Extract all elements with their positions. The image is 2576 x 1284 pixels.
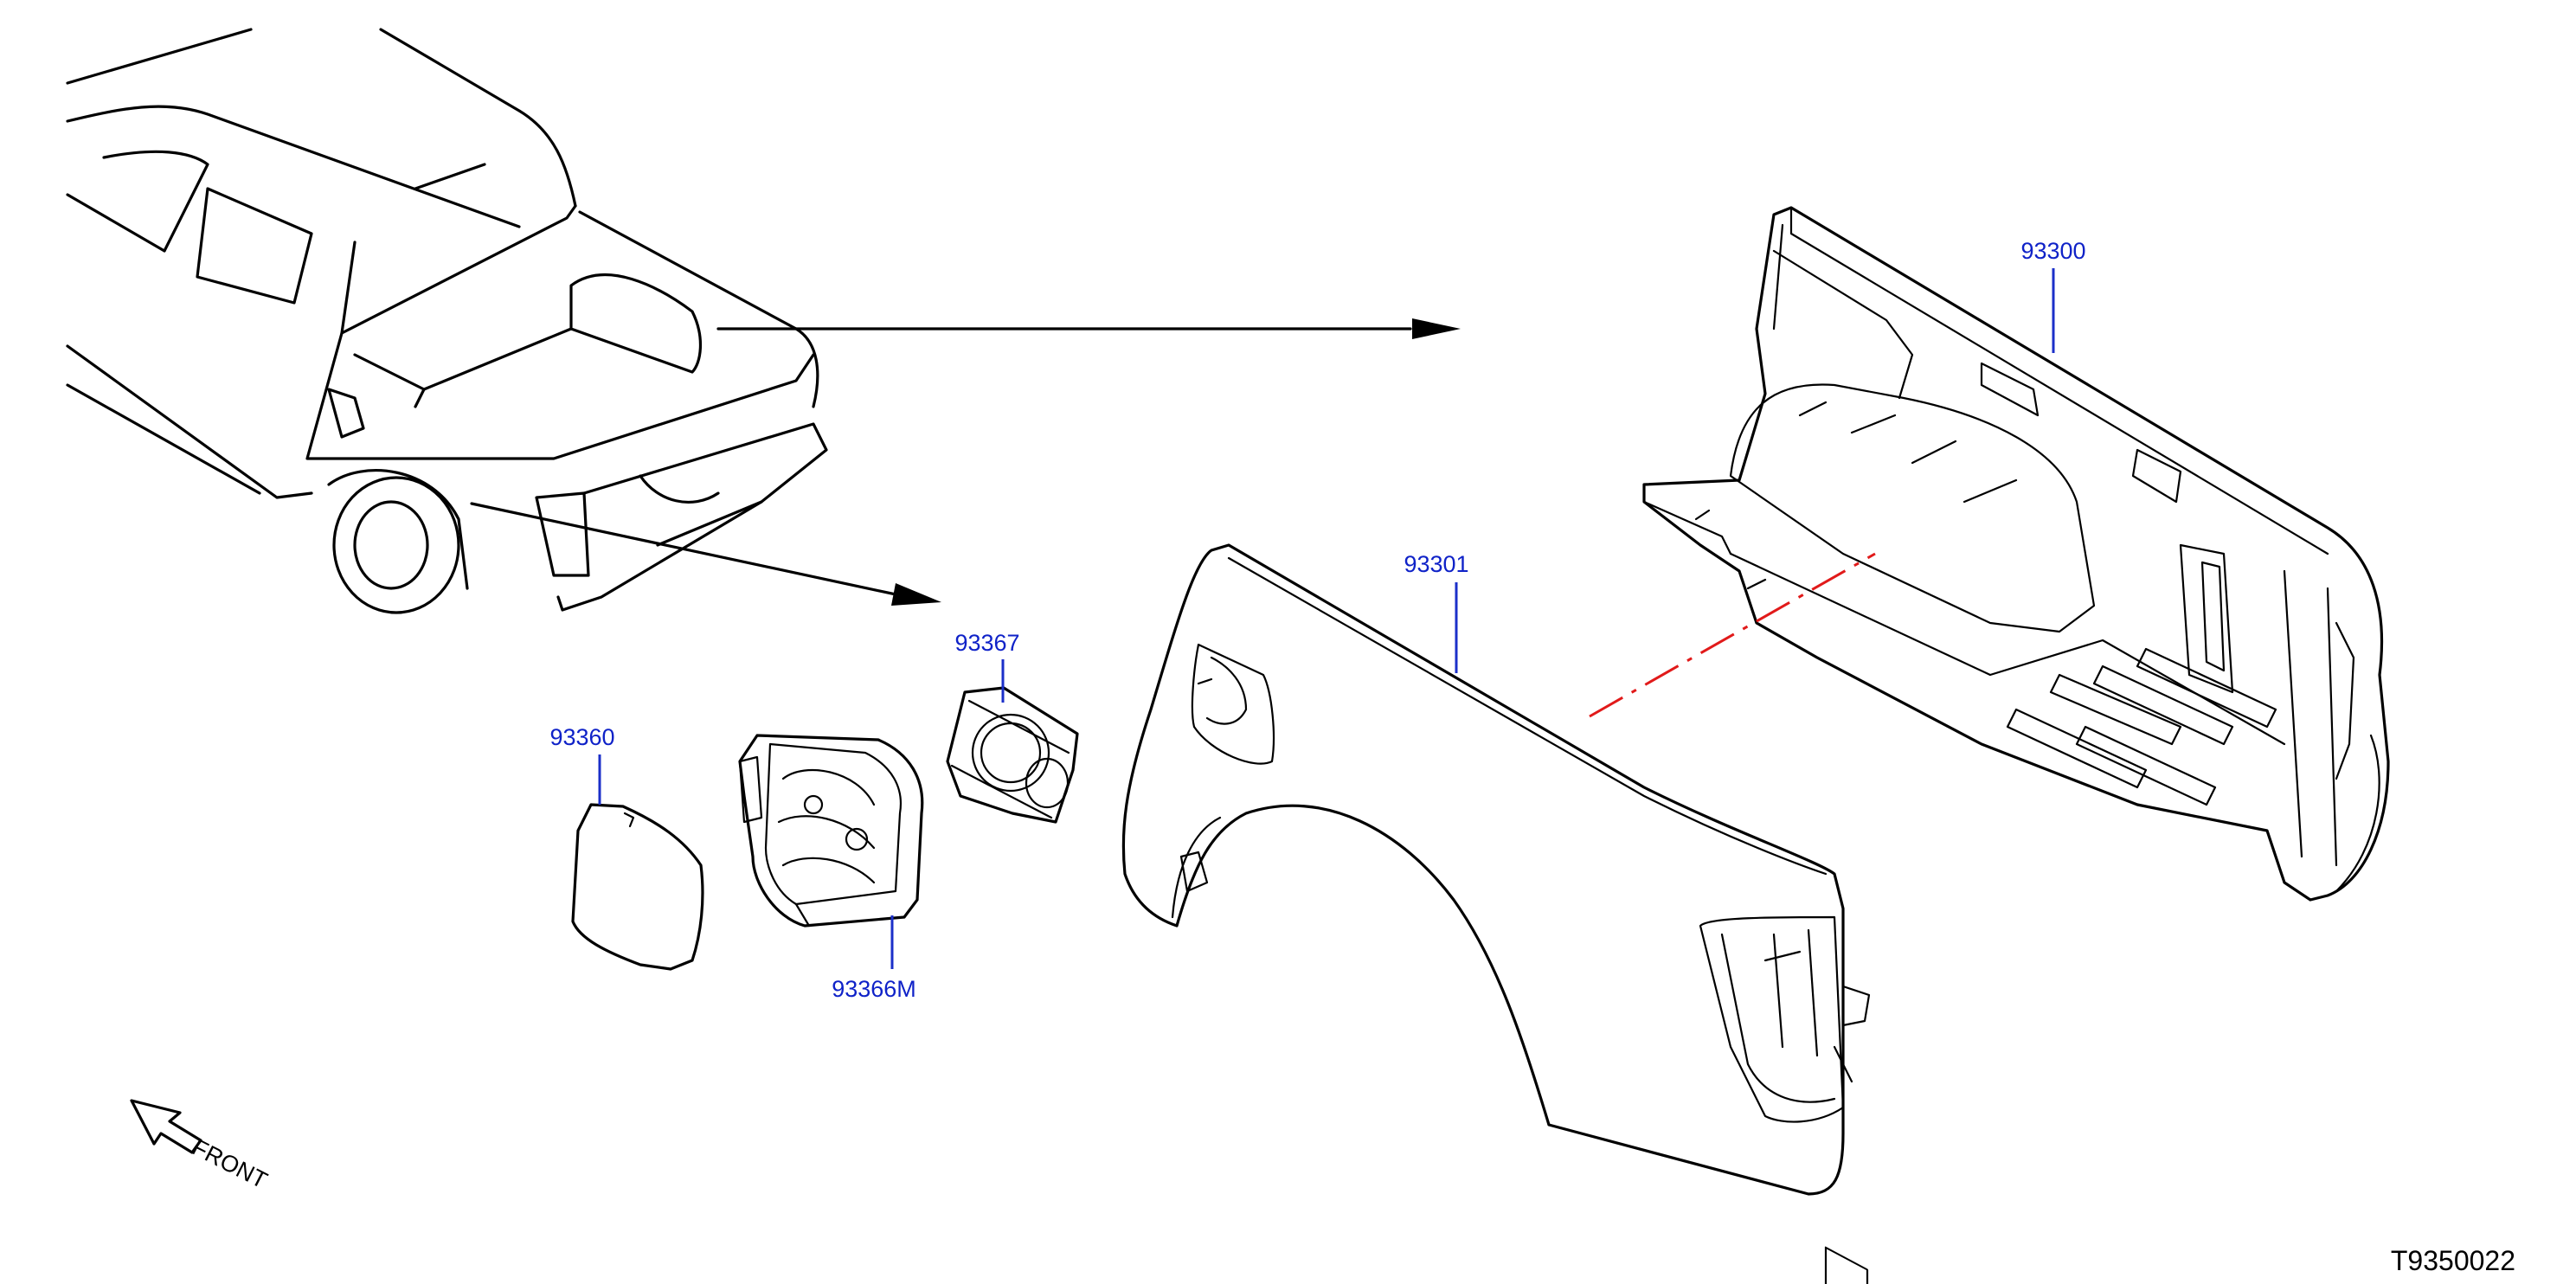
rear-fender-outer: [1121, 543, 1871, 1196]
front-arrow-icon: [130, 1099, 202, 1154]
callout-93360: 93360: [549, 724, 614, 750]
fuel-filler-lid: [571, 803, 704, 971]
arrow-head-bed: [1412, 318, 1461, 339]
callout-93366m: 93366M: [832, 976, 916, 1002]
callout-93301: 93301: [1404, 551, 1468, 577]
front-label: FRONT: [188, 1134, 271, 1194]
front-direction-indicator: FRONT: [130, 1099, 272, 1194]
callout-leaders: [598, 268, 2055, 969]
fuel-filler-base: [946, 686, 1079, 824]
reference-code: T9350022: [2391, 1245, 2515, 1276]
arrow-head-fender: [891, 583, 941, 606]
truck-overview: [66, 28, 1461, 614]
bed-inner-assembly: [1642, 206, 2390, 1284]
callout-93300: 93300: [2020, 238, 2085, 264]
alignment-centerline: [1589, 552, 1876, 718]
fuel-filler-housing: [738, 734, 924, 928]
callout-93367: 93367: [954, 630, 1019, 656]
